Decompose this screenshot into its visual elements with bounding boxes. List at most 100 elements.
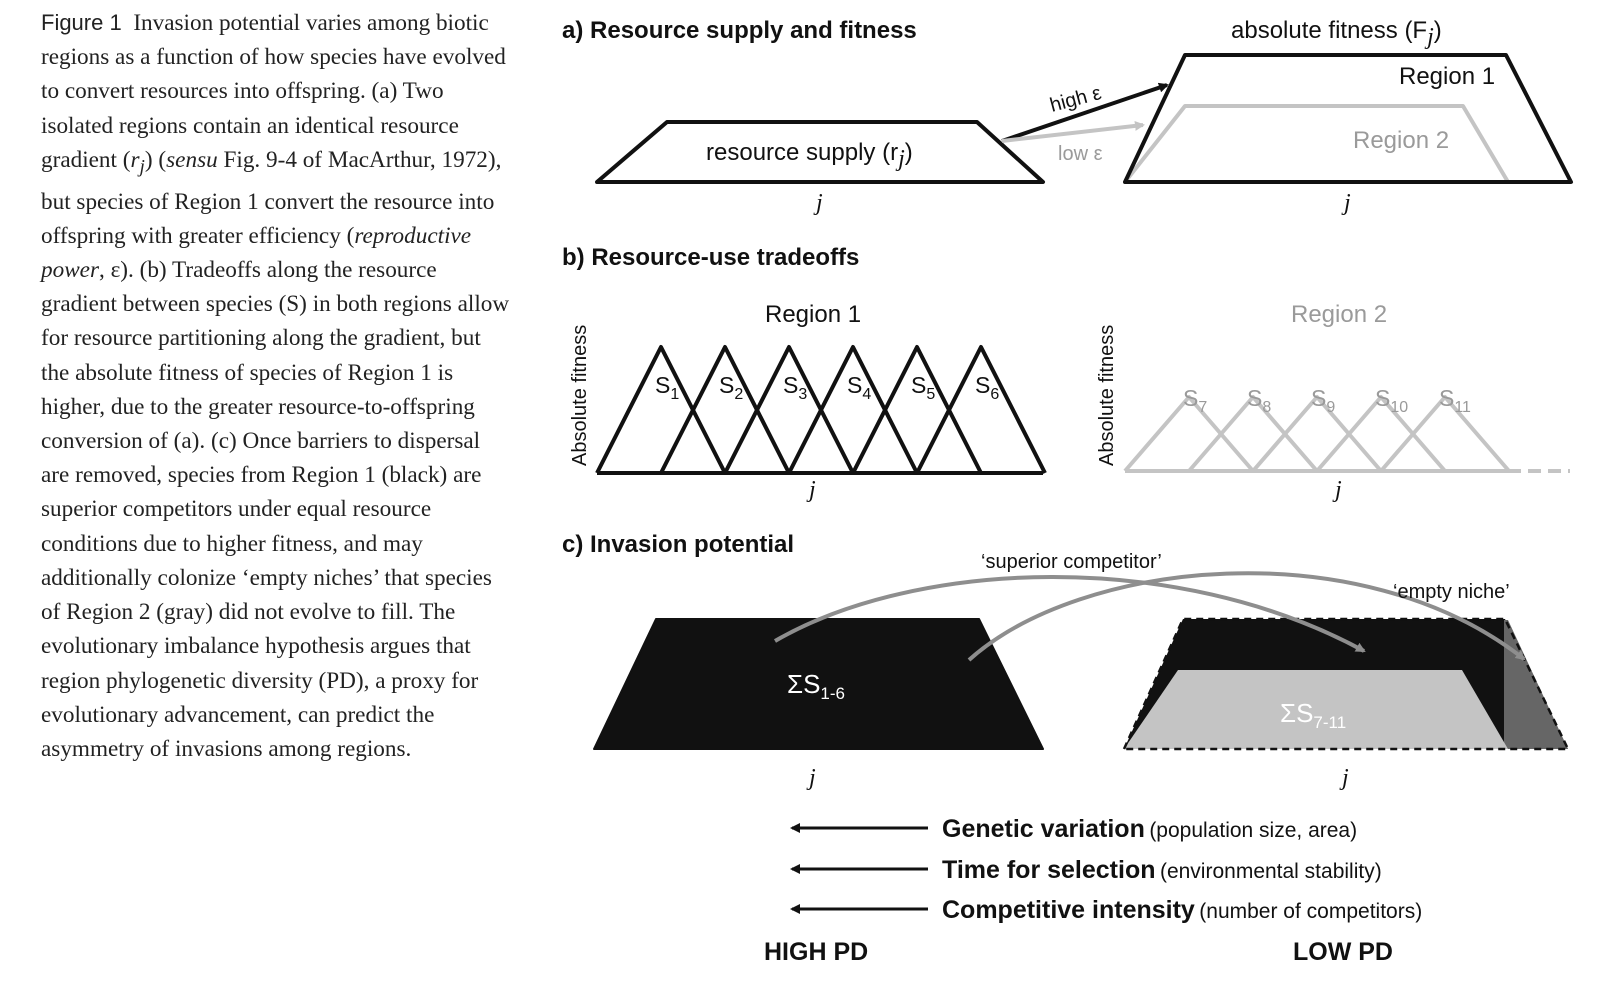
species-subscript: 7 xyxy=(1198,399,1207,416)
region2-sum-label: ΣS7-11 xyxy=(1280,698,1346,732)
absolute-fitness-label: absolute fitness (Fj) xyxy=(1231,17,1442,50)
empty-niche-arrow xyxy=(967,571,1526,662)
svg-text:Genetic variation (population: Genetic variation (population size, area… xyxy=(942,815,1357,843)
driver-1-bold: Genetic variation xyxy=(942,815,1145,843)
species-curve-2 xyxy=(659,345,791,474)
panel-b-ylabel-left: Absolute fitness xyxy=(569,325,591,466)
region1-sum-shape xyxy=(593,618,1044,750)
superior-competitor-arrow xyxy=(773,575,1366,653)
species-letter: S xyxy=(1183,385,1198,411)
species-letter: S xyxy=(911,372,926,398)
caption-sensu: sensu xyxy=(166,146,218,173)
species-curve-11 xyxy=(1379,395,1511,473)
driver-time-for-selection: Time for selection (environmental stabil… xyxy=(790,856,1382,884)
svg-text:Time for selection (environmen: Time for selection (environmental stabil… xyxy=(942,856,1382,884)
panel-a-region1-label: Region 1 xyxy=(1399,63,1495,90)
species-letter: S xyxy=(783,372,798,398)
species-label-1: S1 xyxy=(655,372,679,403)
species-curve-3 xyxy=(723,345,855,474)
empty-niche-label: ‘empty niche’ xyxy=(1393,581,1510,603)
species-subscript: 8 xyxy=(1262,399,1271,416)
driver-2-note: (environmental stability) xyxy=(1160,860,1382,883)
species-subscript: 9 xyxy=(1326,399,1335,416)
high-epsilon-arrow xyxy=(1001,82,1169,143)
species-label-4: S4 xyxy=(847,372,871,403)
species-letter: S xyxy=(719,372,734,398)
region1-sum-label: ΣS1-6 xyxy=(787,669,845,703)
species-curve-9 xyxy=(1251,395,1383,473)
high-epsilon-label: high ε xyxy=(1048,82,1104,117)
panel-a-axis-j-left: j xyxy=(813,190,823,216)
driver-3-note: (number of competitors) xyxy=(1199,900,1422,923)
driver-competitive-intensity: Competitive intensity (number of competi… xyxy=(790,896,1422,924)
caption-text-3: Fig. 9-4 of MacArthur, 1972), but specie… xyxy=(41,146,502,249)
caption-text-2: ) ( xyxy=(144,146,167,173)
species-subscript: 1 xyxy=(670,386,679,403)
panel-b-region2-label: Region 2 xyxy=(1291,301,1387,328)
caption-text-4: , ε). (b) Tradeoffs along the resource g… xyxy=(41,257,510,762)
species-label-5: S5 xyxy=(911,372,935,403)
species-letter: S xyxy=(1311,385,1326,411)
caption-text-1: Invasion potential varies among biotic r… xyxy=(41,10,506,173)
driver-genetic-variation: Genetic variation (population size, area… xyxy=(790,815,1357,843)
species-label-8: S8 xyxy=(1247,385,1271,416)
caption-reproductive-power: reproductive power xyxy=(41,222,472,284)
species-letter: S xyxy=(655,372,670,398)
resource-supply-shape xyxy=(595,120,1045,184)
caption-j: j xyxy=(139,156,145,178)
panel-b-region1-label: Region 1 xyxy=(765,301,861,328)
species-label-9: S9 xyxy=(1311,385,1335,416)
region2-fitness-shape xyxy=(1123,104,1510,184)
panel-a-axis-j-right: j xyxy=(1341,190,1351,216)
species-subscript: 4 xyxy=(862,386,871,403)
species-letter: S xyxy=(847,372,862,398)
low-epsilon-arrow xyxy=(1001,120,1145,143)
low-pd-label: LOW PD xyxy=(1293,938,1393,966)
low-epsilon-label: low ε xyxy=(1058,143,1103,165)
panel-c-axis-j-right: j xyxy=(1339,765,1349,791)
panel-c-axis-j-left: j xyxy=(806,765,816,791)
figure-caption: Figure 1 Invasion potential varies among… xyxy=(41,6,511,766)
panel-a-title: a) Resource supply and fitness xyxy=(562,17,917,44)
species-label-3: S3 xyxy=(783,372,807,403)
superior-competitor-label: ‘superior competitor’ xyxy=(981,551,1162,573)
resource-supply-label: resource supply (rj) xyxy=(706,139,913,172)
species-curve-4 xyxy=(787,345,919,474)
species-letter: S xyxy=(1375,385,1390,411)
species-subscript: 11 xyxy=(1454,399,1471,416)
species-label-2: S2 xyxy=(719,372,743,403)
panel-b-ylabel-right: Absolute fitness xyxy=(1096,325,1118,466)
species-curve-6 xyxy=(915,345,1047,474)
species-label-10: S10 xyxy=(1375,385,1408,416)
panel-b-axis-j-left: j xyxy=(806,477,816,503)
panel-b-axis-j-right: j xyxy=(1332,477,1342,503)
species-curve-7 xyxy=(1123,395,1255,473)
species-label-7: S7 xyxy=(1183,385,1207,416)
caption-r: r xyxy=(130,146,140,173)
species-subscript: 3 xyxy=(798,386,807,403)
driver-2-bold: Time for selection xyxy=(942,856,1156,884)
panel-a-region2-label: Region 2 xyxy=(1353,127,1449,154)
region2-sum-shape xyxy=(1124,670,1508,749)
species-subscript: 10 xyxy=(1390,399,1408,416)
species-curve-10 xyxy=(1315,395,1447,473)
driver-3-bold: Competitive intensity xyxy=(942,896,1195,924)
species-curve-8 xyxy=(1187,395,1319,473)
svg-text:Competitive intensity (number: Competitive intensity (number of competi… xyxy=(942,896,1422,924)
species-curve-1 xyxy=(595,345,727,474)
species-curve-5 xyxy=(851,345,983,474)
species-subscript: 5 xyxy=(926,386,935,403)
species-subscript: 2 xyxy=(734,386,743,403)
species-label-6: S6 xyxy=(975,372,999,403)
figure-label: Figure 1 xyxy=(41,10,122,35)
panel-c-title: c) Invasion potential xyxy=(562,531,794,558)
species-label-11: S11 xyxy=(1439,385,1471,416)
region1-fitness-shape xyxy=(1123,53,1573,184)
species-subscript: 6 xyxy=(990,386,999,403)
region2-dashed-outline xyxy=(1122,617,1570,751)
panel-b-title: b) Resource-use tradeoffs xyxy=(562,244,859,271)
species-letter: S xyxy=(1439,385,1454,411)
